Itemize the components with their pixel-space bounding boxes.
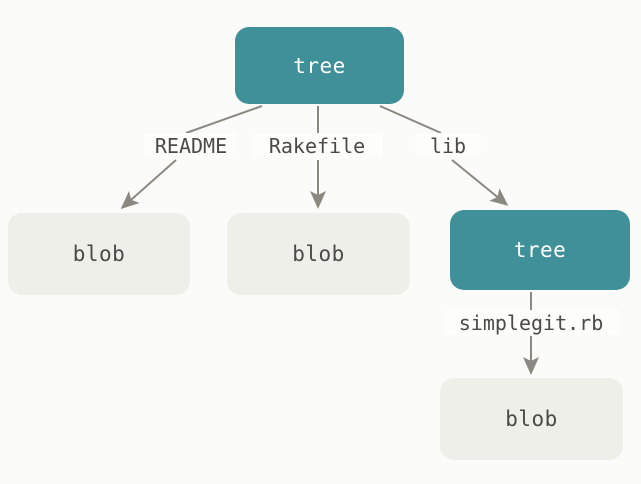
- node-blob-readme[interactable]: blob: [8, 213, 190, 295]
- edge-label-simplegit: simplegit.rb: [443, 310, 619, 335]
- node-blob-simplegit[interactable]: blob: [440, 378, 623, 460]
- node-label: tree: [293, 53, 346, 78]
- node-tree-root[interactable]: tree: [235, 27, 404, 104]
- node-label: blob: [292, 242, 345, 266]
- node-label: blob: [72, 242, 126, 266]
- node-label: blob: [505, 407, 558, 431]
- edge-label-readme: README: [144, 133, 238, 158]
- node-tree-lib[interactable]: tree: [450, 210, 630, 290]
- node-blob-rakefile[interactable]: blob: [227, 213, 410, 295]
- node-label: tree: [513, 238, 567, 262]
- edge-label-rakefile: Rakefile: [251, 133, 383, 158]
- edge-label-lib: lib: [415, 133, 481, 158]
